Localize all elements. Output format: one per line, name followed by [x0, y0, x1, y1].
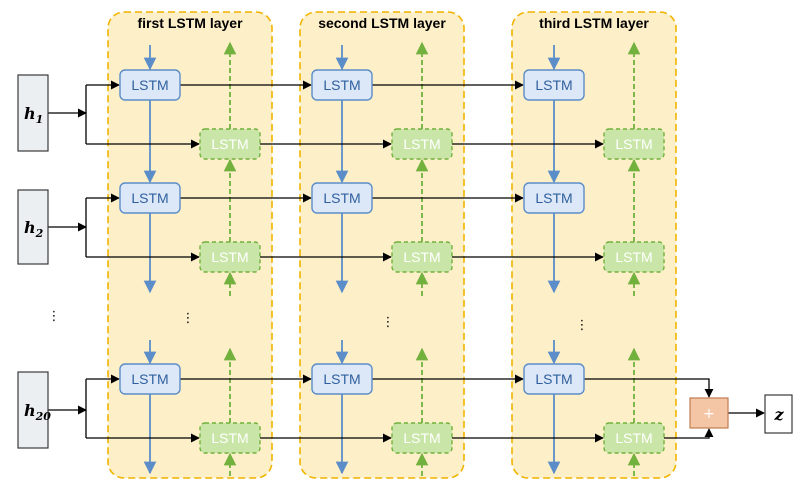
input-symbol: h1: [24, 104, 43, 126]
forward-cell-box: [311, 363, 373, 395]
backward-cell-box: [603, 128, 665, 160]
output-z: z: [764, 394, 793, 434]
input-box: [17, 74, 49, 152]
backward-cell-box: [391, 241, 453, 273]
backward-lstm-cell: LSTM: [603, 422, 665, 454]
cell-label: LSTM: [211, 136, 248, 152]
cell-label: LSTM: [211, 430, 248, 446]
ellipsis: ⋮: [48, 309, 61, 324]
ellipsis: ⋮: [382, 315, 395, 330]
backward-lstm-cell: LSTM: [391, 422, 453, 454]
backward-cell-box: [199, 128, 261, 160]
backward-cell-box: [603, 241, 665, 273]
cell-label: LSTM: [615, 136, 652, 152]
cell-label: LSTM: [403, 430, 440, 446]
forward-lstm-cell: LSTM: [523, 69, 585, 101]
sum-box: [689, 397, 729, 429]
backward-lstm-cell: LSTM: [199, 422, 261, 454]
backward-cell-box: [199, 422, 261, 454]
cell-label: LSTM: [403, 136, 440, 152]
input-h20: h20: [17, 371, 51, 449]
ellipsis: ⋮: [182, 311, 195, 326]
sum-node: +: [689, 397, 729, 429]
backward-lstm-cell: LSTM: [391, 241, 453, 273]
forward-cell-box: [523, 363, 585, 395]
cell-label: LSTM: [211, 249, 248, 265]
ellipsis: ⋮: [576, 318, 589, 333]
forward-cell-box: [523, 69, 585, 101]
forward-cell-box: [523, 182, 585, 214]
forward-lstm-cell: LSTM: [119, 363, 181, 395]
output-box: [764, 394, 793, 434]
forward-cell-box: [311, 69, 373, 101]
backward-to-sum-arrow: [664, 428, 714, 439]
plus-icon: +: [703, 406, 715, 422]
backward-lstm-cell: LSTM: [199, 241, 261, 273]
forward-lstm-cell: LSTM: [119, 182, 181, 214]
input-h2: h2: [17, 189, 49, 265]
forward-cell-box: [119, 363, 181, 395]
forward-lstm-cell: LSTM: [523, 363, 585, 395]
backward-cell-box: [391, 128, 453, 160]
layer-title-2: second LSTM layer: [318, 15, 446, 31]
forward-lstm-cell: LSTM: [523, 182, 585, 214]
cell-label: LSTM: [535, 77, 572, 93]
cell-label: LSTM: [131, 190, 168, 206]
input-box: [17, 371, 49, 449]
forward-cell-box: [311, 182, 373, 214]
forward-cell-box: [119, 69, 181, 101]
cell-label: LSTM: [131, 371, 168, 387]
backward-cell-box: [603, 422, 665, 454]
backward-cell-box: [199, 241, 261, 273]
cell-label: LSTM: [535, 371, 572, 387]
backward-lstm-cell: LSTM: [391, 128, 453, 160]
input-symbol: h20: [24, 401, 51, 423]
backward-lstm-cell: LSTM: [603, 241, 665, 273]
layer-title-3: third LSTM layer: [539, 15, 649, 31]
layer-title-1: first LSTM layer: [137, 15, 243, 31]
cell-label: LSTM: [131, 77, 168, 93]
input-symbol: h2: [24, 218, 44, 240]
cell-label: LSTM: [403, 249, 440, 265]
forward-to-sum-arrow: [584, 378, 714, 398]
forward-cell-box: [119, 182, 181, 214]
output-symbol: z: [773, 405, 784, 424]
cell-label: LSTM: [535, 190, 572, 206]
forward-lstm-cell: LSTM: [311, 363, 373, 395]
backward-lstm-cell: LSTM: [603, 128, 665, 160]
cell-label: LSTM: [323, 190, 360, 206]
input-h1: h1: [17, 74, 49, 152]
cell-label: LSTM: [323, 77, 360, 93]
forward-lstm-cell: LSTM: [311, 182, 373, 214]
backward-cell-box: [391, 422, 453, 454]
cell-label: LSTM: [323, 371, 360, 387]
forward-lstm-cell: LSTM: [311, 69, 373, 101]
backward-lstm-cell: LSTM: [199, 128, 261, 160]
cell-label: LSTM: [615, 249, 652, 265]
cell-label: LSTM: [615, 430, 652, 446]
forward-lstm-cell: LSTM: [119, 69, 181, 101]
input-box: [17, 189, 49, 265]
